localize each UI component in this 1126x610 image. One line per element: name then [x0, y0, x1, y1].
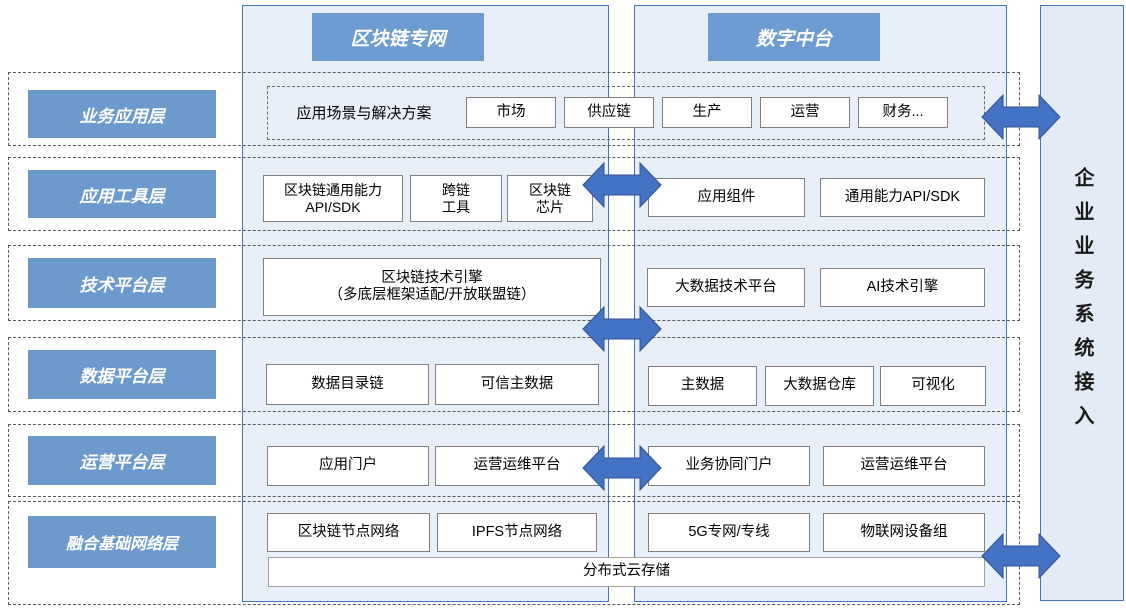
box-ai-engine: AI技术引擎 [820, 268, 985, 307]
box-data-catalog-chain: 数据目录链 [266, 364, 429, 405]
double-arrow-icon [582, 161, 662, 209]
box-text: 主数据 [680, 377, 725, 394]
box-ops-maintenance-platform-left: 运营运维平台 [435, 446, 599, 486]
box-blockchain-engine: 区块链技术引擎 （多底层框架适配/开放联盟链） [263, 258, 601, 316]
double-arrow-icon [981, 93, 1061, 141]
box-text: 运营运维平台 [473, 457, 561, 474]
box-5g-private-network: 5G专网/专线 [648, 513, 810, 552]
box-text: 区块链节点网络 [297, 523, 400, 540]
box-text: 数据目录链 [311, 375, 384, 392]
box-text: 区块链通用能力 [284, 181, 382, 198]
box-text: 工具 [442, 198, 470, 215]
box-text: 通用能力API/SDK [844, 188, 961, 205]
app-scenarios-container [267, 86, 985, 140]
box-crosschain-tools: 跨链 工具 [410, 175, 502, 222]
box-operations: 运营 [760, 97, 850, 128]
box-text: AI技术引擎 [866, 278, 939, 295]
layer-label-app-tools: 应用工具层 [28, 170, 216, 218]
box-text: API/SDK [305, 198, 361, 215]
layer-label-text: 业务应用层 [79, 106, 165, 126]
box-text: 运营运维平台 [860, 457, 948, 474]
layer-label-text: 运营平台层 [79, 453, 165, 472]
box-trusted-master-data: 可信主数据 [435, 364, 599, 405]
box-bigdata-platform: 大数据技术平台 [647, 268, 805, 307]
box-text: 市场 [496, 103, 526, 120]
layer-label-text: 技术平台层 [79, 275, 165, 295]
box-text: 物联网设备组 [860, 523, 948, 540]
box-text: 应用门户 [319, 457, 377, 474]
column-header-text: 数字中台 [755, 28, 832, 50]
box-app-portal: 应用门户 [267, 446, 429, 486]
box-text: 大数据技术平台 [675, 278, 777, 295]
layer-label-business-app: 业务应用层 [28, 90, 216, 138]
box-data-warehouse: 大数据仓库 [765, 366, 874, 406]
box-iot-device-group: 物联网设备组 [823, 513, 985, 552]
box-visualization: 可视化 [880, 366, 986, 406]
box-text: IPFS节点网络 [471, 523, 563, 540]
box-text: 可视化 [911, 377, 955, 394]
box-text: （多底层框架适配/开放联盟链） [328, 287, 536, 303]
double-arrow-icon [582, 444, 662, 492]
app-scenarios-label: 应用场景与解决方案 [278, 97, 450, 128]
box-text: 大数据仓库 [783, 377, 856, 394]
box-business-collab-portal: 业务协同门户 [648, 446, 810, 486]
box-ops-maintenance-platform-right: 运营运维平台 [823, 446, 985, 486]
layer-label-data-platform: 数据平台层 [28, 350, 216, 399]
box-blockchain-chip: 区块链 芯片 [507, 175, 593, 222]
layer-label-text: 数据平台层 [79, 367, 165, 386]
double-arrow-icon [981, 532, 1061, 580]
box-general-api-sdk: 通用能力API/SDK [820, 178, 985, 217]
box-distributed-cloud-storage: 分布式云存储 [268, 557, 985, 587]
box-text: 芯片 [536, 198, 564, 215]
box-blockchain-node-network: 区块链节点网络 [267, 513, 430, 552]
box-text: 区块链 [529, 181, 571, 198]
box-blockchain-api-sdk: 区块链通用能力 API/SDK [263, 175, 403, 222]
enterprise-access-title: 企业业务系统接入 [1071, 167, 1093, 439]
layer-label-text: 应用工具层 [79, 186, 165, 206]
box-text: 生产 [692, 103, 722, 120]
box-text: 跨链 [442, 181, 470, 198]
box-market: 市场 [466, 97, 556, 128]
app-scenarios-text: 应用场景与解决方案 [296, 105, 432, 122]
box-text: 财务... [882, 103, 924, 120]
box-master-data: 主数据 [648, 366, 757, 406]
layer-label-ops-platform: 运营平台层 [28, 436, 216, 485]
layer-label-text: 融合基础网络层 [65, 536, 178, 553]
box-text: 业务协同门户 [685, 457, 773, 474]
column-header-digital: 数字中台 [708, 13, 880, 61]
layer-label-tech-platform: 技术平台层 [28, 258, 216, 308]
double-arrow-icon [582, 305, 662, 353]
box-text: 5G专网/专线 [688, 523, 770, 540]
box-text: 运营 [790, 103, 820, 120]
box-supply-chain: 供应链 [564, 97, 654, 128]
box-text: 供应链 [587, 103, 631, 120]
box-text: 应用组件 [697, 188, 756, 205]
column-header-text: 区块链专网 [350, 28, 446, 50]
layer-label-network: 融合基础网络层 [28, 516, 216, 568]
box-app-components: 应用组件 [648, 178, 805, 217]
box-text: 区块链技术引擎 [381, 269, 483, 286]
box-text: 分布式云存储 [583, 563, 670, 580]
box-finance: 财务... [858, 97, 948, 128]
enterprise-access-bar: 企业业务系统接入 [1040, 5, 1124, 601]
box-text: 可信主数据 [480, 375, 554, 392]
column-header-blockchain: 区块链专网 [312, 13, 484, 61]
box-production: 生产 [662, 97, 752, 128]
box-ipfs-node-network: IPFS节点网络 [437, 513, 597, 552]
